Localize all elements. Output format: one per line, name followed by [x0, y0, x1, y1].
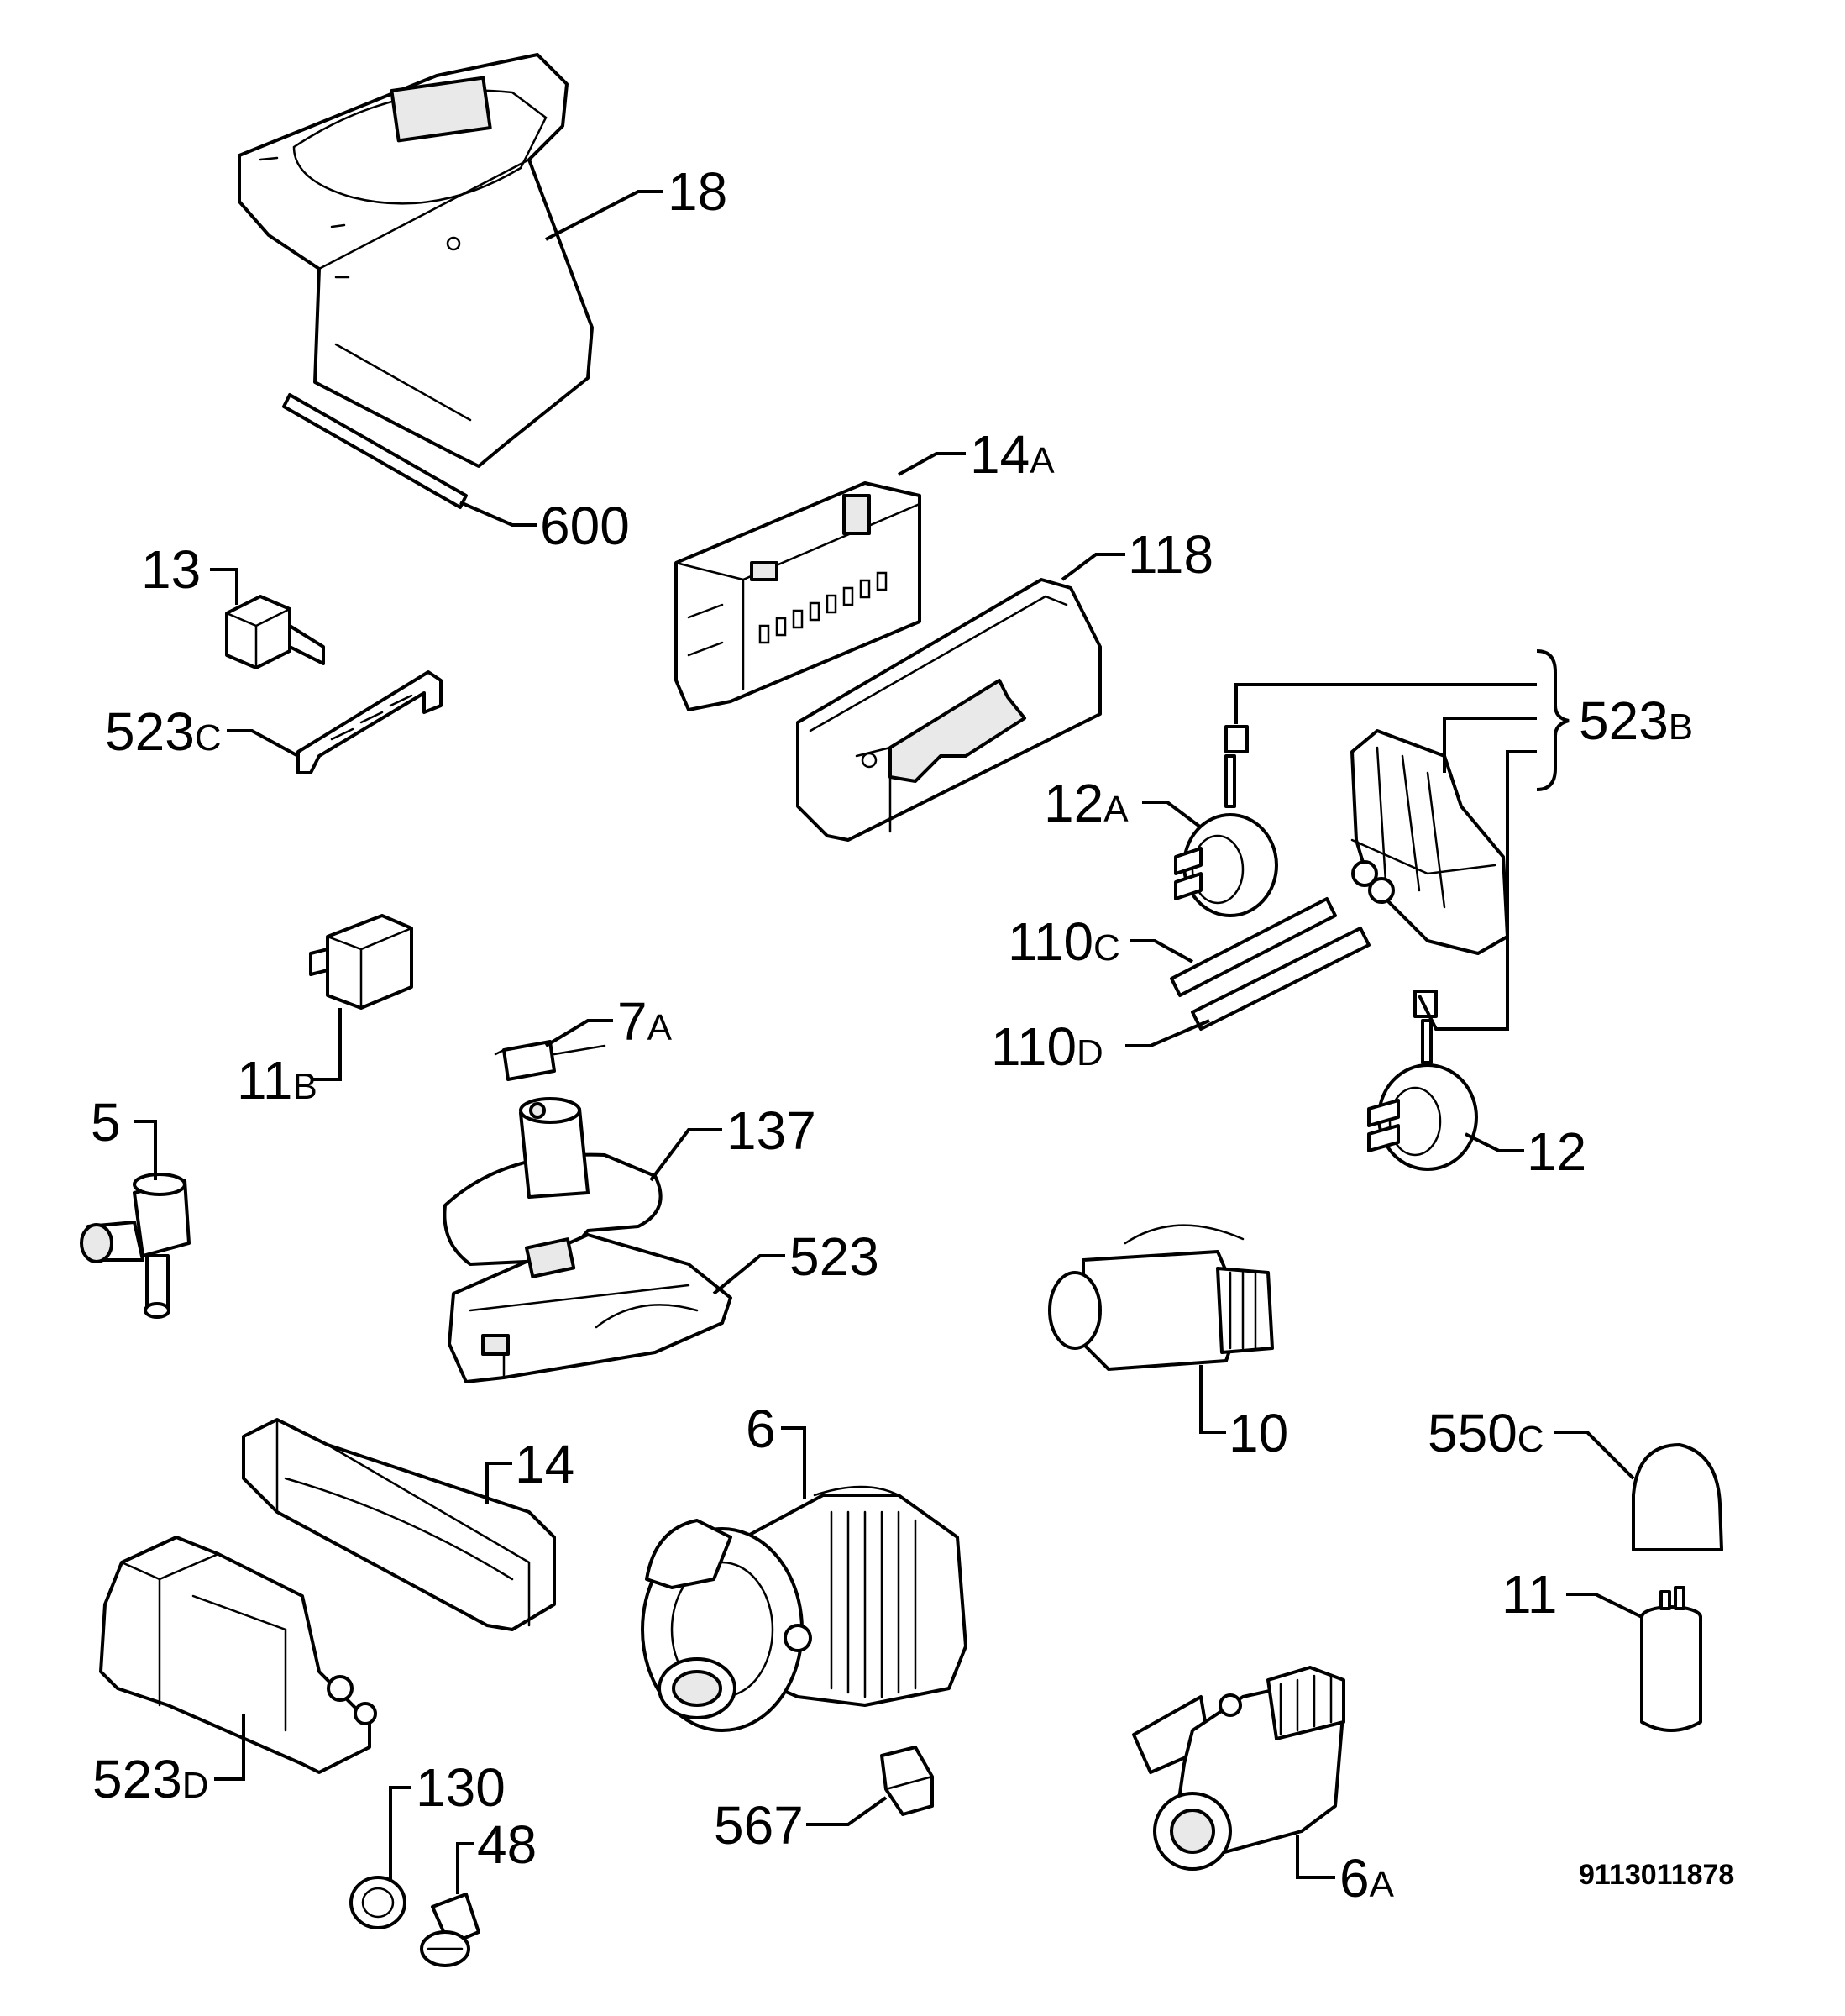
label-14a: 14A [970, 424, 1055, 485]
leader-5 [134, 1120, 157, 1180]
leader-13 [210, 568, 238, 605]
part-6-circulation-pump-motor [641, 1485, 967, 1732]
label-523: 523 [789, 1226, 879, 1287]
part-13-switch [225, 595, 325, 669]
label-137: 137 [726, 1100, 816, 1161]
part-11b-relay [309, 914, 413, 1010]
leader-11 [1566, 1593, 1643, 1619]
leader-118 [1061, 553, 1125, 581]
leader-523b-b [1443, 717, 1537, 773]
leader-lines [134, 190, 1643, 1894]
label-110d: 110D [991, 1016, 1103, 1077]
label-13: 13 [141, 539, 201, 600]
leader-130 [389, 1786, 411, 1880]
leader-137 [649, 1128, 722, 1182]
part-7a-switch [494, 1040, 606, 1081]
leader-6 [781, 1426, 806, 1499]
part-48-plug [420, 1893, 480, 1967]
label-523d: 523D [92, 1749, 209, 1809]
leader-11b [311, 1008, 342, 1081]
part-118-panel-housing [796, 578, 1102, 842]
brace-523b [1536, 649, 1570, 791]
part-523d-frame [99, 1536, 377, 1774]
leader-18 [545, 190, 663, 241]
leader-7a [544, 1019, 613, 1047]
label-5: 5 [91, 1092, 121, 1152]
label-10: 10 [1229, 1403, 1288, 1463]
part-10-heater [1048, 1224, 1274, 1371]
leader-14 [485, 1462, 512, 1504]
drawing-code: 9113011878 [1579, 1859, 1734, 1891]
part-14a-control-module [674, 481, 921, 711]
leader-110c [1130, 939, 1193, 963]
part-523b-mounting-bracket [1350, 729, 1509, 955]
leader-10 [1199, 1365, 1226, 1434]
label-12: 12 [1527, 1121, 1586, 1182]
label-48: 48 [477, 1814, 537, 1875]
leader-110d [1125, 1019, 1210, 1047]
label-18: 18 [668, 161, 727, 222]
leader-48 [456, 1842, 474, 1894]
part-523c-bracket [296, 670, 443, 774]
label-110c: 110C [1008, 911, 1120, 972]
leader-14a [898, 452, 966, 476]
leader-523b-c [1418, 750, 1537, 1031]
part-550c-cap [1632, 1443, 1723, 1551]
part-110c-hose [1170, 897, 1337, 997]
part-11-capacitor [1640, 1586, 1702, 1732]
part-137-cover [443, 1097, 663, 1266]
part-130-seal-ring [349, 1876, 406, 1929]
part-12a-pressure-switch [1174, 725, 1278, 917]
part-14-side-panel [242, 1418, 556, 1631]
label-600: 600 [540, 496, 630, 556]
label-7a: 7A [617, 991, 673, 1052]
leader-6a [1296, 1835, 1335, 1879]
label-567: 567 [714, 1795, 804, 1856]
label-11b: 11B [237, 1050, 317, 1110]
leader-523b-a [1234, 683, 1537, 724]
label-14: 14 [515, 1434, 574, 1494]
part-600-seal-strip [282, 393, 468, 509]
part-5-inlet-valve [80, 1173, 191, 1319]
leader-600 [459, 501, 537, 527]
leader-523d [214, 1714, 245, 1781]
leader-523 [712, 1254, 785, 1295]
leader-550c [1554, 1431, 1635, 1480]
leader-12a [1142, 801, 1203, 829]
part-6a-drain-pump [1132, 1666, 1345, 1871]
label-523c: 523C [105, 701, 222, 762]
part-110d-hose [1191, 927, 1371, 1031]
label-550c: 550C [1428, 1403, 1544, 1463]
module-led-row [758, 571, 888, 644]
label-11: 11 [1502, 1564, 1557, 1625]
part-labels: 18 600 14A 118 13 523C 523B 12A 110C 110… [91, 161, 1734, 1908]
part-567-clip [880, 1746, 934, 1816]
leader-523c [227, 729, 299, 758]
label-6a: 6A [1339, 1848, 1395, 1908]
part-523-base [448, 1233, 732, 1383]
part-12-pressure-switch [1367, 990, 1478, 1171]
label-12a: 12A [1044, 773, 1129, 833]
part-18-duct-cover [238, 53, 594, 468]
leader-12 [1465, 1132, 1524, 1152]
label-118: 118 [1128, 524, 1213, 585]
label-130: 130 [416, 1757, 506, 1818]
label-523b: 523B [1579, 690, 1693, 751]
label-6: 6 [746, 1399, 776, 1459]
leader-567 [806, 1796, 888, 1826]
